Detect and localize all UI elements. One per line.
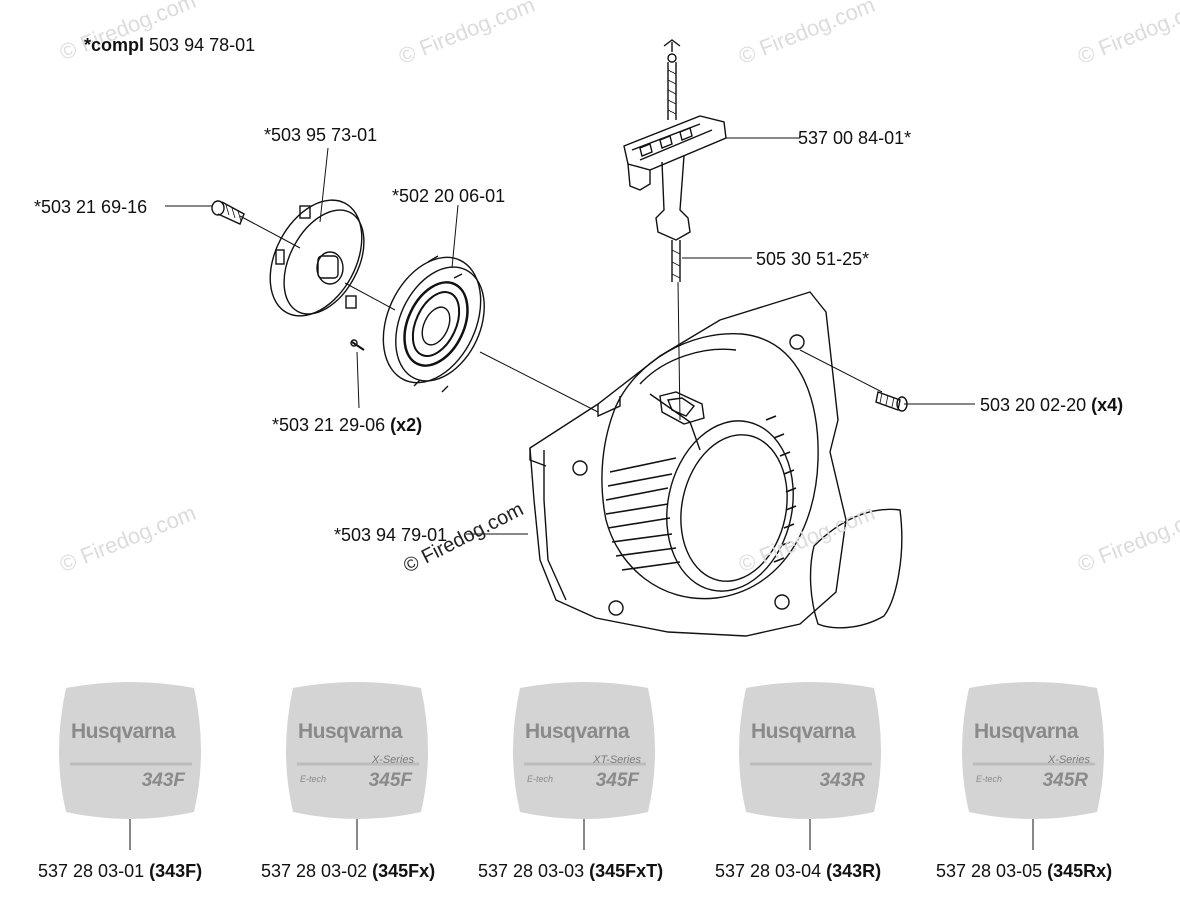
decal-variant: (345FxT) [589,861,664,881]
decal-brand: Husqvarna [298,720,403,743]
pulley-drawing [269,199,365,317]
cover-screw-label: 503 20 02-20 (x4) [980,396,1123,414]
housing-label: *503 94 79-01 [334,525,448,545]
decal-variant: (345Rx) [1047,861,1113,881]
pulley-screw-drawing [211,200,245,225]
decal-model: 345F [595,770,639,791]
decal-discs [59,682,1104,819]
decal-343r: Husqvarna 343R [737,676,883,822]
decal-number: 537 28 03-01 [38,861,145,881]
decal-brand: Husqvarna [974,720,1079,743]
decal-series: X-Series [371,754,414,766]
decal-series: XT-Series [593,754,641,766]
cover-screw-drawing [875,391,908,412]
decal-345fx: Husqvarna X-Series E-tech 345F [284,676,430,822]
decal-etech: E-tech [527,774,554,784]
decal-brand: Husqvarna [751,720,856,743]
decal-model: 345F [368,770,412,791]
cover-screw-number: 503 20 02-20 [980,395,1087,415]
spring-cassette-drawing [382,255,485,393]
decal-number: 537 28 03-05 [936,861,1043,881]
spring-label: *502 20 06-01 [392,186,506,206]
handle-drawing [623,39,727,282]
pulley-screw-label: *503 21 69-16 [34,197,148,217]
decal-variant: (343F) [149,861,203,881]
cover-screw-qty: (x4) [1091,395,1124,415]
decal-brand: Husqvarna [71,720,176,743]
decal-label-343r: 537 28 03-04 (343R) [715,862,881,880]
decal-variant: (343R) [826,861,882,881]
decal-label-345fx: 537 28 03-02 (345Fx) [261,862,435,880]
decal-variant: (345Fx) [372,861,436,881]
decal-345fxt: Husqvarna XT-Series E-tech 345F [511,676,657,822]
decal-345rx: Husqvarna X-Series E-tech 345R [960,676,1106,822]
decal-number: 537 28 03-03 [478,861,585,881]
compl-label: *compl 503 94 78-01 [84,36,255,54]
decal-343f: Husqvarna 343F [57,676,203,822]
compl-number: 503 94 78-01 [149,35,256,55]
decal-series: X-Series [1047,754,1090,766]
decal-model: 343R [819,770,865,791]
decal-model: 343F [141,770,185,791]
leader-lines [129,137,1034,850]
rope-label: 505 30 51-25* [756,249,870,269]
spring-screw-label: *503 21 29-06 (x2) [272,416,422,434]
handle-label: 537 00 84-01* [798,128,912,148]
compl-prefix: *compl [84,35,145,55]
decal-label-345fxt: 537 28 03-03 (345FxT) [478,862,663,880]
decal-etech: E-tech [976,774,1003,784]
pulley-label: *503 95 73-01 [264,125,378,145]
decal-etech: E-tech [300,774,327,784]
decal-drawing [809,508,903,629]
decal-label-345rx: 537 28 03-05 (345Rx) [936,862,1112,880]
spring-screw-qty: (x2) [390,415,423,435]
decal-label-343f: 537 28 03-01 (343F) [38,862,202,880]
decal-number: 537 28 03-04 [715,861,822,881]
decal-model: 345R [1042,770,1088,791]
decal-brand: Husqvarna [525,720,630,743]
decal-number: 537 28 03-02 [261,861,368,881]
spring-screw-drawing [350,339,365,351]
housing-drawing [529,291,847,637]
spring-screw-number: *503 21 29-06 [272,415,386,435]
